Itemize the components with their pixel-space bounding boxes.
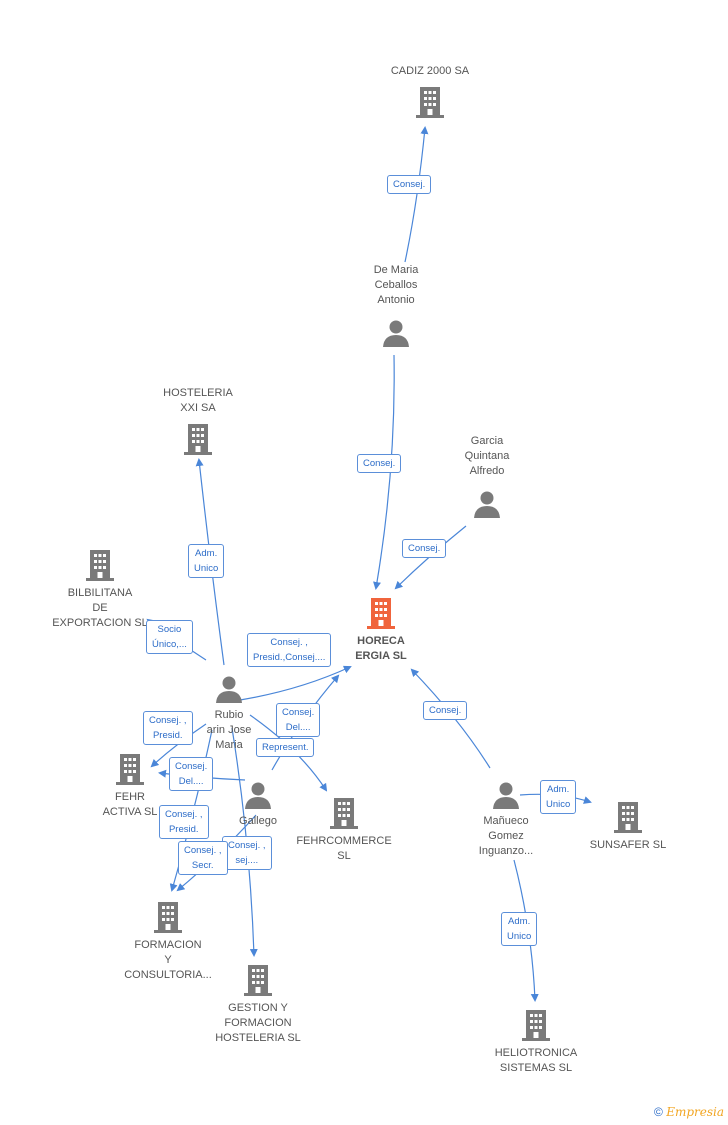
node-manueco-gomez[interactable]: Mañueco Gomez Inguanzo... [456, 780, 556, 859]
edge-label-formacion-2[interactable]: Consej. , Secr. [178, 841, 228, 875]
edge-label-manueco-horeca[interactable]: Consej. [423, 701, 468, 720]
copyright-symbol: © [654, 1105, 663, 1119]
node-label: Garcia Quintana Alfredo [464, 435, 510, 477]
edge-label-hosteleria[interactable]: Adm. Unico [188, 544, 225, 578]
edge-label-formacion-1[interactable]: Consej. , Presid. [159, 805, 209, 839]
node-label: HOSTELERIA XXI SA [163, 387, 233, 414]
node-label: Mañueco Gomez Inguanzo... [478, 815, 534, 857]
node-hosteleria-xxi[interactable]: HOSTELERIA XXI SA [138, 386, 258, 456]
edge-label-gestion[interactable]: Consej. , sej.... [222, 836, 272, 870]
node-bilbilitana[interactable]: BILBILITANA DE EXPORTACION SL [40, 548, 160, 631]
person-icon [491, 780, 521, 810]
edge-label-bilbilitana[interactable]: Socio Único,... [146, 620, 193, 654]
node-label: CADIZ 2000 SA [390, 65, 470, 77]
building-icon [613, 800, 643, 834]
edge-label-rubio-horeca[interactable]: Consej. , Presid.,Consej.... [247, 633, 332, 667]
building-icon [415, 85, 445, 119]
node-label: SUNSAFER SL [589, 839, 667, 851]
edge-label-heliotronica[interactable]: Adm. Unico [501, 912, 538, 946]
edge-rubio-fehractiva [150, 723, 207, 768]
edge-demaria-cadiz [404, 126, 429, 263]
building-icon [183, 422, 213, 456]
person-icon [472, 489, 502, 519]
node-label: Gallego [239, 815, 277, 827]
node-label: GESTION Y FORMACION HOSTELERIA SL [215, 1002, 301, 1044]
building-icon [329, 796, 359, 830]
building-icon [243, 963, 273, 997]
node-sunsafer[interactable]: SUNSAFER SL [576, 800, 680, 853]
edge-rubio-horeca [239, 665, 352, 701]
brand-logo: Empresia [666, 1105, 724, 1119]
node-label: De Maria Ceballos Antonio [373, 264, 419, 306]
person-icon [381, 318, 411, 348]
node-label: HELIOTRONICA SISTEMAS SL [494, 1047, 578, 1074]
node-formacion-consultoria[interactable]: FORMACION Y CONSULTORIA... [106, 900, 230, 983]
building-icon [366, 596, 396, 630]
node-fehr-activa[interactable]: FEHR ACTIVA SL [80, 752, 180, 820]
building-icon [521, 1008, 551, 1042]
edge-label-gallego-horeca[interactable]: Consej. Del.... [276, 703, 321, 737]
node-label: BILBILITANA DE EXPORTACION SL [52, 587, 148, 629]
edge-label-garcia[interactable]: Consej. [402, 539, 447, 558]
edge-label-fehr-2[interactable]: Consej. Del.... [169, 757, 214, 791]
node-de-maria-ceballos[interactable]: De Maria Ceballos Antonio [346, 263, 446, 348]
node-rubio-jose-maria[interactable]: Rubio arin Jose Maria [186, 674, 272, 753]
node-heliotronica[interactable]: HELIOTRONICA SISTEMAS SL [476, 1008, 596, 1076]
edge-label-fehr-1[interactable]: Consej. , Presid. [143, 711, 193, 745]
building-icon [115, 752, 145, 786]
node-label: Rubio arin Jose Maria [206, 709, 252, 751]
person-icon [214, 674, 244, 704]
node-gallego[interactable]: Gallego [223, 780, 293, 829]
node-fehrcommerce[interactable]: FEHRCOMMERCE SL [286, 796, 402, 864]
edge-label-sunsafer[interactable]: Adm. Unico [540, 780, 577, 814]
node-label: HORECA ERGIA SL [355, 635, 407, 662]
edge-label-cadiz[interactable]: Consej. [387, 175, 432, 194]
node-gestion-formacion[interactable]: GESTION Y FORMACION HOSTELERIA SL [196, 963, 320, 1046]
edge-label-demaria[interactable]: Consej. [357, 454, 402, 473]
node-label: FEHRCOMMERCE SL [296, 835, 392, 862]
node-horeca-energia[interactable]: HORECA ERGIA SL [336, 596, 426, 664]
building-icon [153, 900, 183, 934]
edge-label-represent[interactable]: Represent. [256, 738, 315, 757]
node-cadiz-2000[interactable]: CADIZ 2000 SA [370, 64, 490, 119]
person-icon [243, 780, 273, 810]
node-label: FEHR ACTIVA SL [102, 791, 158, 818]
building-icon [85, 548, 115, 582]
node-garcia-quintana[interactable]: Garcia Quintana Alfredo [437, 434, 537, 519]
footer-brand: © Empresia [654, 1105, 724, 1119]
node-label: FORMACION Y CONSULTORIA... [124, 939, 212, 981]
